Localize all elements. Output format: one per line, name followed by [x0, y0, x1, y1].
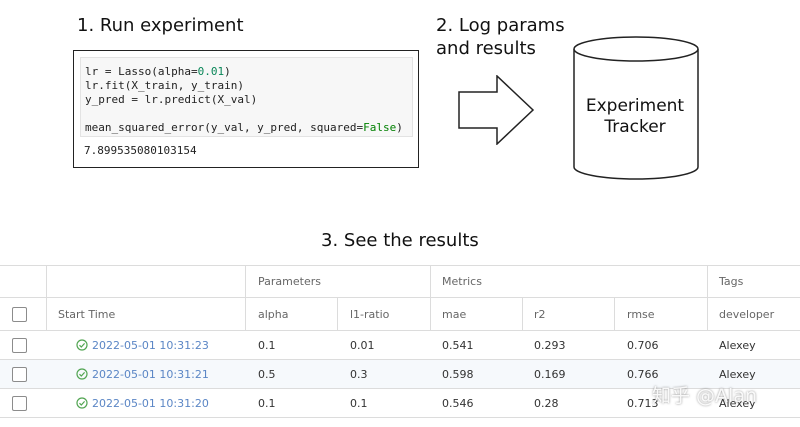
- code-number: 0.01: [197, 65, 225, 78]
- group-parameters: Parameters: [258, 275, 321, 288]
- watermark: 知乎 @Alan: [652, 385, 758, 407]
- table-row[interactable]: 2022-05-01 10:31:21 0.5 0.3 0.598 0.169 …: [0, 360, 800, 389]
- code-text: ): [224, 65, 231, 78]
- column-rmse[interactable]: rmse: [627, 307, 655, 321]
- row-checkbox[interactable]: [12, 360, 27, 388]
- table-row[interactable]: 2022-05-01 10:31:20 0.1 0.1 0.546 0.28 0…: [0, 389, 800, 418]
- l1-ratio-cell: 0.01: [350, 338, 375, 352]
- l1-ratio-cell: 0.3: [350, 367, 368, 381]
- tracker-label-line2: Tracker: [604, 117, 666, 137]
- step-run-experiment-title: 1. Run experiment: [77, 15, 244, 36]
- right-arrow-icon: [458, 75, 535, 145]
- code-text: ): [396, 121, 403, 134]
- code-output: 7.899535080103154: [84, 144, 197, 157]
- code-line: lr = Lasso(alpha=0.01): [85, 65, 231, 79]
- column-l1-ratio[interactable]: l1-ratio: [350, 307, 390, 321]
- row-checkbox[interactable]: [12, 389, 27, 417]
- code-input: lr = Lasso(alpha=0.01) lr.fit(X_train, y…: [80, 57, 413, 137]
- step-see-results-title: 3. See the results: [321, 230, 479, 251]
- r2-cell: 0.293: [534, 338, 566, 352]
- column-start-time[interactable]: Start Time: [58, 307, 116, 321]
- developer-cell: Alexey: [719, 338, 756, 352]
- run-start-time-link[interactable]: 2022-05-01 10:31:20: [92, 396, 209, 410]
- r2-cell: 0.169: [534, 367, 566, 381]
- step-log-line2: and results: [436, 38, 536, 59]
- success-check-icon: [76, 339, 88, 351]
- developer-cell: Alexey: [719, 367, 756, 381]
- r2-cell: 0.28: [534, 396, 559, 410]
- code-text: lr = Lasso(alpha=: [85, 65, 198, 78]
- row-checkbox[interactable]: [12, 331, 27, 359]
- table-group-header: Parameters Metrics Tags: [0, 266, 800, 298]
- step-log-title: 2. Log params and results: [436, 14, 565, 60]
- code-text: mean_squared_error(y_val, y_pred, square…: [85, 121, 364, 134]
- start-time-cell[interactable]: 2022-05-01 10:31:23: [76, 331, 209, 359]
- column-r2[interactable]: r2: [534, 307, 546, 321]
- column-developer[interactable]: developer: [719, 307, 775, 321]
- alpha-cell: 0.1: [258, 396, 276, 410]
- start-time-cell[interactable]: 2022-05-01 10:31:21: [76, 360, 209, 388]
- column-alpha[interactable]: alpha: [258, 307, 289, 321]
- results-table: Parameters Metrics Tags Start Time alpha…: [0, 265, 800, 427]
- run-start-time-link[interactable]: 2022-05-01 10:31:23: [92, 338, 209, 352]
- mae-cell: 0.546: [442, 396, 474, 410]
- column-mae[interactable]: mae: [442, 307, 467, 321]
- success-check-icon: [76, 397, 88, 409]
- alpha-cell: 0.5: [258, 367, 276, 381]
- l1-ratio-cell: 0.1: [350, 396, 368, 410]
- alpha-cell: 0.1: [258, 338, 276, 352]
- mae-cell: 0.541: [442, 338, 474, 352]
- table-row[interactable]: 2022-05-01 10:31:23 0.1 0.01 0.541 0.293…: [0, 331, 800, 360]
- code-line: mean_squared_error(y_val, y_pred, square…: [85, 121, 403, 135]
- rmse-cell: 0.766: [627, 367, 659, 381]
- rmse-cell: 0.713: [627, 396, 659, 410]
- tracker-label-line1: Experiment: [585, 96, 685, 116]
- code-line: lr.fit(X_train, y_train): [85, 79, 244, 92]
- group-tags: Tags: [719, 275, 744, 288]
- code-keyword: False: [363, 121, 397, 134]
- code-line: y_pred = lr.predict(X_val): [85, 93, 258, 106]
- mae-cell: 0.598: [442, 367, 474, 381]
- developer-cell: Alexey: [719, 396, 756, 410]
- start-time-cell[interactable]: 2022-05-01 10:31:20: [76, 389, 209, 417]
- code-cell: lr = Lasso(alpha=0.01) lr.fit(X_train, y…: [73, 50, 419, 168]
- run-start-time-link[interactable]: 2022-05-01 10:31:21: [92, 367, 209, 381]
- step-log-line1: 2. Log params: [436, 15, 565, 36]
- select-all-checkbox[interactable]: [12, 298, 27, 330]
- database-cylinder-icon: [573, 36, 699, 180]
- success-check-icon: [76, 368, 88, 380]
- rmse-cell: 0.706: [627, 338, 659, 352]
- table-column-header: Start Time alpha l1-ratio mae r2 rmse de…: [0, 298, 800, 331]
- group-metrics: Metrics: [442, 275, 482, 288]
